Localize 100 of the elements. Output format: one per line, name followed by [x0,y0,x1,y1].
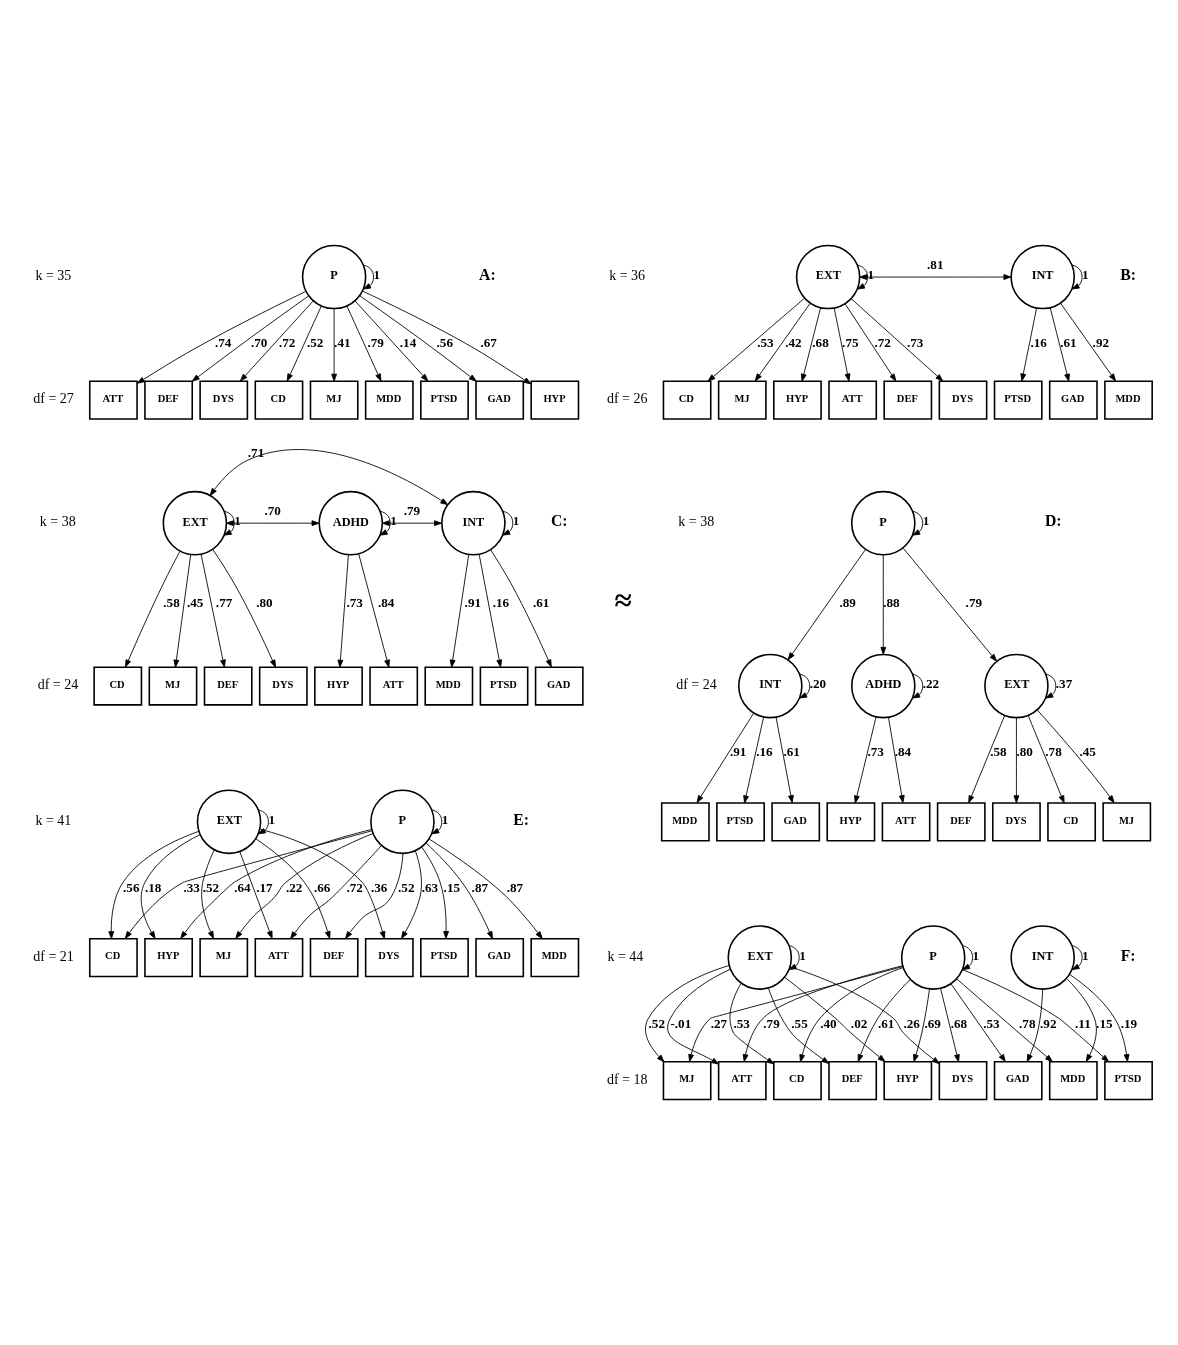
edge-label: .78 [1045,744,1062,760]
edge-label: .70 [250,335,268,351]
edge-label: .02 [850,1015,868,1031]
edge-label: .75 [842,335,859,351]
edge-label: .11 [1075,1015,1091,1031]
edge-label: .17 [256,879,273,895]
label: k = 35 [35,268,72,284]
edge-label: .87 [506,879,524,895]
label: k = 41 [35,813,72,829]
edge-label: 1 [234,513,241,529]
edge-label: .92 [1040,1015,1057,1031]
edge-label: .58 [163,594,180,610]
edge-label: .69 [924,1015,941,1031]
edge-label: .79 [965,594,983,610]
label: ≈ [614,583,632,619]
label: k = 44 [607,948,644,964]
edge-label: .71 [247,445,265,461]
edge-label: .73 [346,594,363,610]
edge-label: .55 [791,1015,808,1031]
edge-label: .53 [733,1015,750,1031]
edge-label: .61 [783,744,800,760]
edge-label: 1 [799,947,806,963]
edge-label: .15 [443,879,461,895]
label: df = 27 [33,391,74,407]
edge-label: .37 [1055,676,1073,692]
edge-label: .27 [710,1015,728,1031]
edge-label: 1 [922,513,930,529]
edge-label: .72 [278,335,296,351]
edge-label: .67 [480,335,497,351]
edge-label: .56 [123,879,140,895]
edge-label: .84 [894,744,912,760]
edge-label: .56 [436,335,454,351]
edge-label: .40 [820,1015,837,1031]
edge-label: .91 [464,594,482,610]
edge-label: .73 [906,335,924,351]
label: df = 21 [33,948,74,964]
edge-label: .14 [399,335,417,351]
edge-label: .79 [763,1015,780,1031]
edge-label: .79 [403,503,421,519]
edge-label: .26 [903,1015,920,1031]
edge-label: .64 [234,879,251,895]
edge-label: .42 [785,335,802,351]
edge-label: .52 [398,879,415,895]
edge-label: 1 [268,812,275,828]
edge-label: .87 [471,879,489,895]
edge-label: -.01 [670,1015,692,1031]
edge-label: .80 [256,594,273,610]
edge-label: .19 [1120,1015,1138,1031]
edge-label: .36 [370,879,388,895]
label: C: [550,512,568,530]
edge-label: .33 [183,879,200,895]
edge-label: .70 [264,503,281,519]
edge-label: 1 [441,812,449,828]
edge-label: .79 [367,335,384,351]
edge-label: .53 [757,335,774,351]
edge-label: .78 [1019,1015,1036,1031]
edge-label: .68 [950,1015,968,1031]
edge-label: .89 [839,594,856,610]
edge-label: 1 [867,267,875,283]
label: k = 38 [39,514,76,530]
edge-label: .45 [1079,744,1096,760]
edge-label: .66 [313,879,331,895]
label: k = 38 [678,514,715,530]
edge-label: .52 [202,879,220,895]
edge-label: .63 [421,879,439,895]
edge-label: 1 [373,267,381,283]
edge-label: .52 [648,1015,665,1031]
edge-label: .72 [874,335,891,351]
edge-label: .53 [983,1015,1000,1031]
edge-label: 1 [512,513,520,529]
edge-label: 1 [972,947,980,963]
label: A: [479,266,496,284]
edge-label: .80 [1016,744,1033,760]
edge-label: 1 [390,513,397,529]
edge-label: .20 [809,676,827,692]
label: D: [1044,512,1062,530]
edge-label: .41 [334,335,351,351]
edge-label: 1 [1082,947,1089,963]
label: df = 24 [676,677,717,693]
edge-label: .61 [1060,335,1077,351]
edge-label: .73 [867,744,884,760]
edge-label: .16 [756,744,773,760]
edge-label: .81 [927,257,944,273]
edge-label: .52 [306,335,324,351]
label: E: [513,810,529,828]
edge-label: .74 [215,335,232,351]
edge-label: .61 [532,594,550,610]
label: df = 26 [606,391,648,407]
edge-label: .22 [922,676,940,692]
edge-label: .22 [285,879,303,895]
edge-label: .18 [144,879,162,895]
edge-label: .15 [1096,1015,1113,1031]
label: df = 18 [606,1071,648,1087]
edge-label: .45 [186,594,204,610]
edge-label: .61 [878,1015,895,1031]
edge-label: .84 [377,594,395,610]
label: k = 36 [609,268,646,284]
edge-label: .68 [812,335,829,351]
edge-label: .88 [883,594,900,610]
edge-label: .92 [1092,335,1110,351]
